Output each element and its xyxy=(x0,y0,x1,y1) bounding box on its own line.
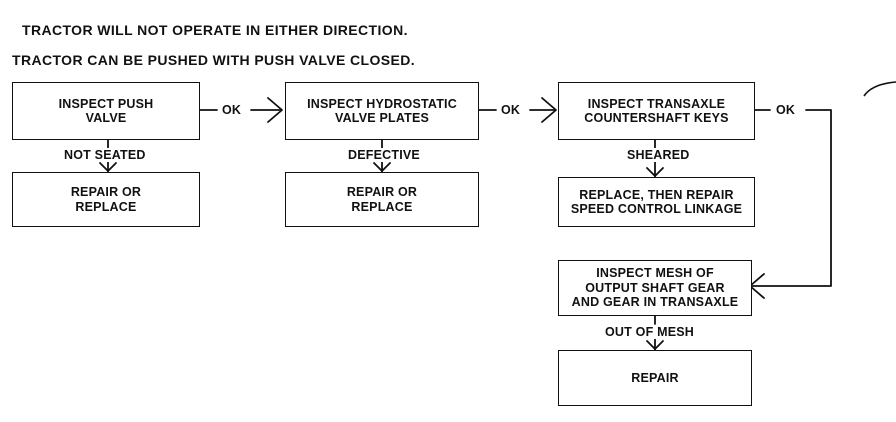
box-inspect-transaxle-countershaft-keys: INSPECT TRANSAXLE COUNTERSHAFT KEYS xyxy=(558,82,755,140)
label-not-seated: NOT SEATED xyxy=(64,148,146,162)
box-repair: REPAIR xyxy=(558,350,752,406)
arrow-head-2 xyxy=(541,97,557,123)
box-repair-or-replace-2: REPAIR OR REPLACE xyxy=(285,172,479,227)
label-out-of-mesh: OUT OF MESH xyxy=(605,325,695,339)
box-inspect-hydrostatic-valve-plates: INSPECT HYDROSTATIC VALVE PLATES xyxy=(285,82,479,140)
box-inspect-push-valve: INSPECT PUSH VALVE xyxy=(12,82,200,140)
label-ok-1: OK xyxy=(222,103,242,117)
label-defective: DEFECTIVE xyxy=(348,148,420,162)
arrow-down-1 xyxy=(99,162,117,172)
label-ok-2: OK xyxy=(501,103,521,117)
title-line-2: TRACTOR CAN BE PUSHED WITH PUSH VALVE CL… xyxy=(12,52,416,68)
box-replace-then-repair: REPLACE, THEN REPAIR SPEED CONTROL LINKA… xyxy=(558,177,755,227)
title-line-1: TRACTOR WILL NOT OPERATE IN EITHER DIREC… xyxy=(22,22,408,38)
edge-arc xyxy=(863,81,896,97)
connector-3b xyxy=(751,109,832,287)
arrow-down-4 xyxy=(646,340,664,350)
arrow-down-3 xyxy=(646,167,664,177)
box-repair-or-replace-1: REPAIR OR REPLACE xyxy=(12,172,200,227)
box-inspect-mesh: INSPECT MESH OF OUTPUT SHAFT GEAR AND GE… xyxy=(558,260,752,316)
arrow-head-1 xyxy=(267,97,283,123)
label-sheared: SHEARED xyxy=(627,148,690,162)
arrow-down-2 xyxy=(373,162,391,172)
label-ok-3: OK xyxy=(776,103,796,117)
